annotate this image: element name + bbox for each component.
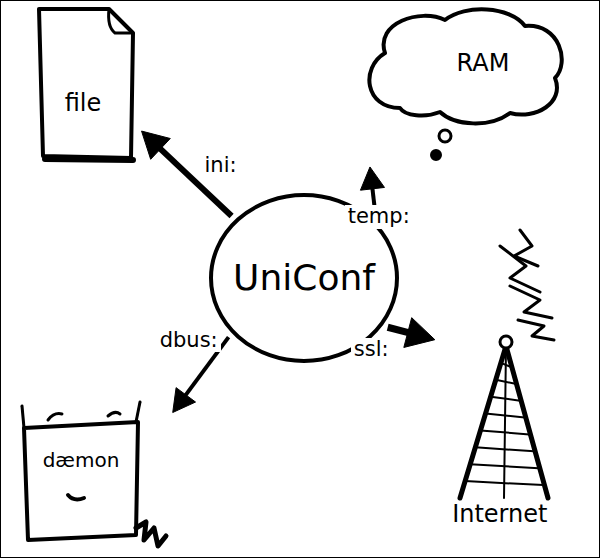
outline-stroke (369, 9, 561, 123)
outline-stroke (510, 286, 552, 318)
arrow-head (360, 167, 384, 190)
outline-stroke (518, 320, 554, 340)
outline-stroke (465, 481, 543, 485)
outline-stroke (460, 346, 506, 498)
outline-stroke (480, 430, 529, 434)
outline-stroke (506, 346, 548, 498)
outline-stroke (470, 464, 538, 468)
node-label: file (65, 90, 102, 118)
cloud-outline (360, 8, 565, 163)
node-label: UniConf (233, 257, 375, 298)
tower-node: Internet (440, 226, 570, 536)
outline-stroke (24, 422, 138, 540)
thought-bubble (431, 150, 441, 160)
outline-stroke (496, 380, 516, 384)
antenna-tip (500, 336, 512, 348)
edge-label: temp: (345, 205, 413, 228)
outline-stroke (39, 9, 133, 158)
doc-node: file (35, 5, 137, 162)
outline-stroke (136, 522, 166, 546)
daemon-outline (18, 400, 168, 550)
edge-label: ini: (202, 154, 240, 177)
thought-bubble (439, 130, 451, 142)
doc-outline (35, 5, 137, 162)
outline-stroke (491, 397, 520, 401)
node-label: Internet (452, 501, 547, 529)
node-label: dæmon (43, 449, 120, 472)
outline-stroke (109, 9, 133, 33)
outline-stroke (68, 495, 84, 499)
outline-stroke (136, 402, 140, 422)
outline-stroke (475, 447, 534, 451)
outline-stroke (500, 246, 540, 292)
arrow-head (404, 318, 435, 348)
outline-stroke (45, 159, 133, 160)
edge-label: dbus: (157, 329, 221, 352)
outline-stroke (504, 346, 506, 498)
outline-stroke (108, 412, 120, 416)
node-label: RAM (457, 50, 510, 78)
tower-outline (440, 226, 570, 536)
cloud-node: RAM (360, 8, 565, 163)
outline-stroke (501, 363, 511, 367)
outline-stroke (486, 414, 525, 418)
outline-stroke (48, 414, 62, 420)
arrow-head (173, 388, 196, 413)
arrow-head (142, 131, 171, 159)
outline-stroke (22, 406, 24, 428)
daemon-node: dæmon (18, 400, 168, 550)
edge-label: ssl: (351, 338, 392, 361)
